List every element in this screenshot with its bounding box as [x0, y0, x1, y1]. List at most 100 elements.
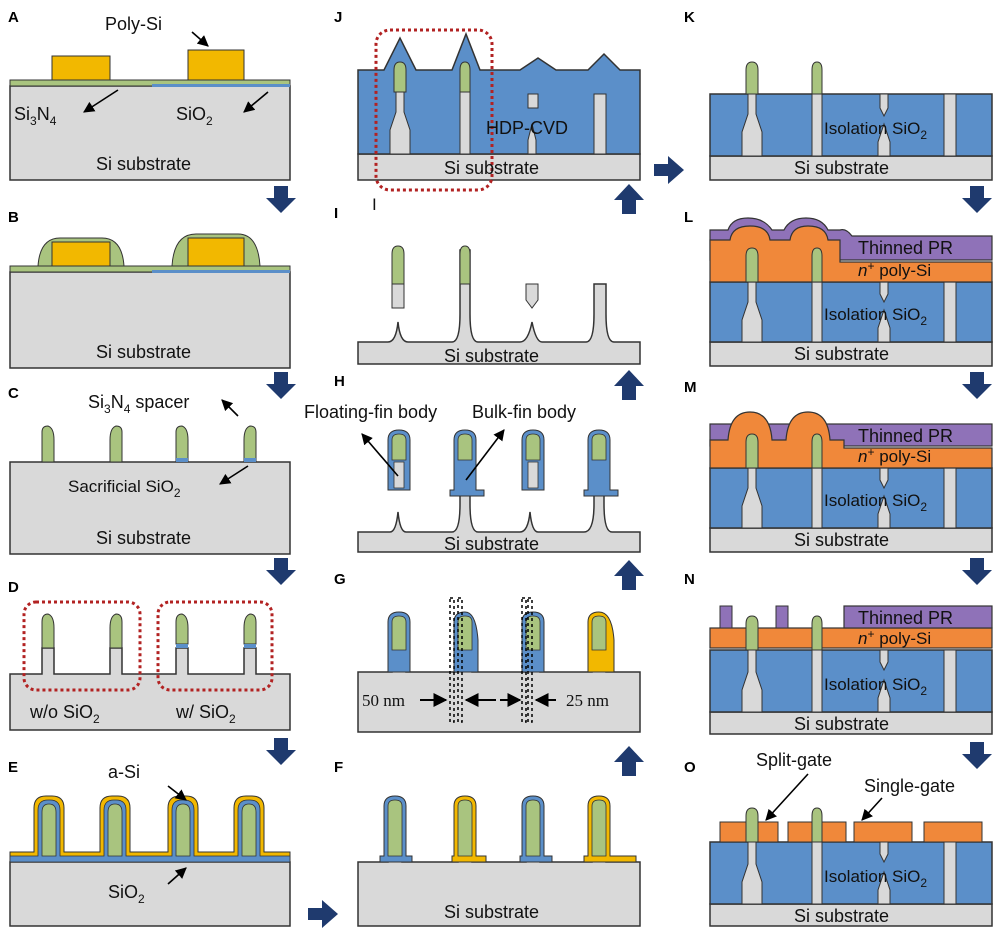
cap-j2	[459, 61, 471, 93]
panel-label-d: D	[8, 579, 19, 596]
substrate-i	[357, 249, 641, 365]
substrate-b	[9, 271, 291, 369]
arrow-floating-fin	[361, 433, 399, 477]
panel-g: G 50 nm 25 nm	[334, 571, 641, 733]
substrate-c	[9, 461, 291, 555]
oxide-layer-a	[152, 84, 290, 87]
panel-label-l: L	[684, 209, 693, 226]
cap-o2	[811, 807, 823, 843]
spacer-c1	[41, 425, 55, 463]
arrow-a-si	[167, 785, 187, 801]
substrate-label-i: Si substrate	[444, 346, 539, 366]
fins-g	[391, 615, 607, 651]
arrow-single-gate	[861, 797, 883, 821]
pr-piece-n1	[719, 605, 733, 629]
highlight-box-wo	[22, 600, 142, 692]
hdp-cvd-oxide-j	[357, 31, 641, 155]
fin-n4	[943, 649, 957, 713]
label-isolation-k: Isolation SiO2	[824, 119, 927, 142]
label-pr-l: Thinned PR	[858, 238, 953, 258]
arrow-split-gate	[765, 773, 809, 821]
panel-label-n: N	[684, 571, 695, 588]
label-split-gate: Split-gate	[756, 750, 832, 770]
panel-label-c: C	[8, 385, 19, 402]
label-isolation-o: Isolation SiO2	[824, 867, 927, 890]
n-poly-si-m	[709, 411, 993, 469]
cap-k2	[811, 61, 823, 95]
label-pr-n: Thinned PR	[858, 608, 953, 628]
panel-e: E a-Si SiO2	[8, 759, 291, 927]
floating-fin-i1	[391, 283, 405, 309]
panel-label-k: K	[684, 9, 695, 26]
oxide-under-c3	[176, 458, 188, 462]
dim-line-left-a	[449, 597, 455, 723]
label-pr-m: Thinned PR	[858, 426, 953, 446]
panel-j: J HDP-CVD Si substrate I	[334, 9, 641, 214]
flow-arrow-l-m	[962, 372, 992, 399]
panel-label-o: O	[684, 759, 696, 776]
label-floating-fin: Floating-fin body	[304, 402, 437, 422]
fin-o2	[811, 841, 823, 905]
flow-arrow-f-g	[614, 746, 644, 776]
panel-label-h: H	[334, 373, 345, 390]
oxide-d3	[176, 644, 188, 648]
spacer-d3	[175, 613, 189, 645]
poly-block-b2	[187, 237, 245, 267]
fins-h	[391, 433, 607, 461]
fin-o4	[943, 841, 957, 905]
oxide-liner-e	[9, 799, 291, 863]
spacer-d2	[109, 613, 123, 649]
spacer-d4	[243, 613, 257, 645]
label-isolation-l: Isolation SiO2	[824, 305, 927, 328]
panel-label-e: E	[8, 759, 18, 776]
poly-block-b1	[51, 241, 111, 267]
cap-o1	[745, 807, 759, 843]
label-sacrificial-sio2: Sacrificial SiO2	[68, 477, 181, 500]
n-poly-si-l	[709, 225, 993, 283]
fin-k4	[943, 93, 957, 157]
fin-j2	[459, 91, 471, 155]
label-single-gate: Single-gate	[864, 776, 955, 796]
thinned-pr-n	[843, 605, 993, 629]
panel-label-g: G	[334, 571, 346, 588]
label-poly-si: Poly-Si	[105, 14, 162, 34]
spacer-c2	[109, 425, 123, 463]
panel-c: C Si3N4 spacer Sacrificial SiO2 Si subst…	[8, 385, 291, 555]
substrate-label-n: Si substrate	[794, 714, 889, 734]
panel-o: O Split-gate Single-gate Isolation SiO2 …	[684, 750, 993, 927]
flow-arrow-h-i	[614, 370, 644, 400]
panel-n: N Thinned PR n+ poly-Si Isolation SiO2 S…	[684, 571, 993, 735]
label-si3n4-spacer: Si3N4 spacer	[88, 392, 189, 416]
nitride-layer-b	[9, 265, 291, 273]
panel-label-i: I	[334, 205, 338, 222]
label-isolation-n: Isolation SiO2	[824, 675, 927, 698]
panel-label-j: J	[334, 9, 342, 26]
label-a-si: a-Si	[108, 762, 140, 782]
label-si3n4: Si3N4	[14, 104, 57, 128]
fins-f	[387, 799, 607, 857]
flow-arrow-k-l	[962, 186, 992, 213]
spacer-c4	[243, 425, 257, 463]
fin-n3	[877, 649, 891, 713]
arrow-sacrificial	[219, 465, 249, 485]
label-bulk-fin: Bulk-fin body	[472, 402, 576, 422]
flow-arrow-c-d	[266, 558, 296, 585]
panel-f: F Si substrate	[334, 759, 641, 927]
fin-n2	[811, 649, 823, 713]
flow-arrow-j-k	[654, 156, 684, 184]
arrow-si3n4	[83, 89, 119, 113]
substrate-k	[709, 155, 993, 181]
cap-j1	[393, 61, 407, 93]
panel-b: B Si substrate	[8, 209, 291, 369]
oxide-under-c4	[244, 458, 256, 462]
panel-label-f: F	[334, 759, 343, 776]
substrate-l	[709, 341, 993, 367]
dim-line-right-b	[527, 597, 533, 723]
fin-m2	[811, 467, 823, 529]
substrate-label-a: Si substrate	[96, 154, 191, 174]
substrate-label-c: Si substrate	[96, 528, 191, 548]
panel-label-b: B	[8, 209, 19, 226]
substrate-e	[9, 861, 291, 927]
panel-label-a: A	[8, 9, 19, 26]
nitride-layer-a	[9, 79, 291, 87]
